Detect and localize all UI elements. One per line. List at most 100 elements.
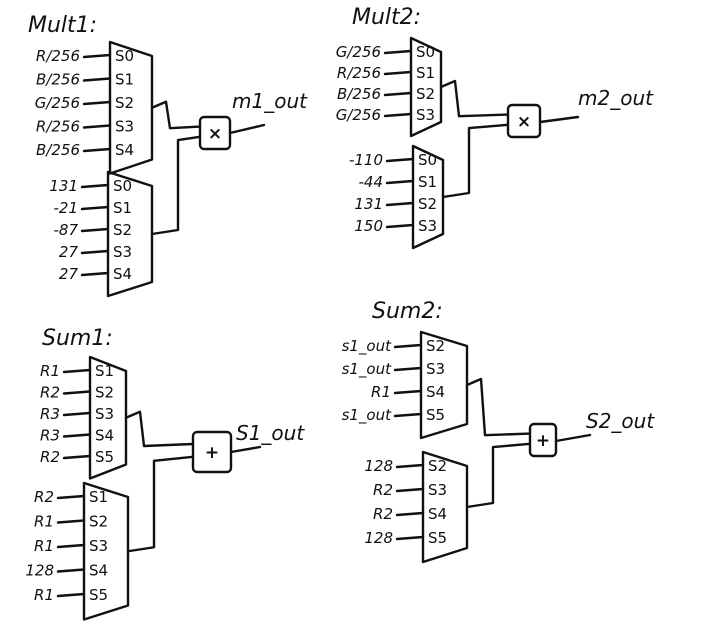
input-label: G/256 xyxy=(35,94,80,112)
wire-top-to-op xyxy=(150,100,202,130)
select-label: S1 xyxy=(418,173,437,191)
select-label: S5 xyxy=(428,529,447,547)
input-label: R1 xyxy=(34,537,54,555)
input-label: R1 xyxy=(34,513,54,531)
select-label: S5 xyxy=(89,586,108,604)
mux-body xyxy=(409,36,443,138)
input-label: B/256 xyxy=(36,141,80,159)
output-wire xyxy=(229,445,262,454)
input-label: R/256 xyxy=(36,118,80,136)
input-wire xyxy=(395,535,425,541)
select-label: S3 xyxy=(113,243,132,261)
mux-body xyxy=(106,170,154,298)
select-label: S2 xyxy=(115,94,134,112)
input-wire xyxy=(393,389,423,395)
input-wire xyxy=(80,271,110,277)
input-wire xyxy=(395,511,425,517)
wire-bottom-to-op xyxy=(150,135,202,236)
input-label: 150 xyxy=(354,217,383,235)
input-wire xyxy=(62,390,92,395)
select-label: S5 xyxy=(95,448,114,466)
input-label: R3 xyxy=(40,405,60,423)
input-wire xyxy=(385,179,415,185)
input-wire xyxy=(393,366,423,372)
input-wire xyxy=(80,227,110,233)
input-label: R1 xyxy=(371,383,391,401)
input-label: 131 xyxy=(49,177,78,195)
mux-body xyxy=(108,40,154,175)
input-label: R2 xyxy=(373,481,393,499)
wire-top-to-op xyxy=(439,79,510,118)
input-wire xyxy=(395,463,425,469)
input-wire xyxy=(62,454,92,460)
wire-bottom-to-op xyxy=(126,455,195,553)
select-label: S3 xyxy=(418,217,437,235)
input-wire xyxy=(62,433,92,438)
input-wire xyxy=(62,411,92,417)
input-label: B/256 xyxy=(36,71,80,89)
output-wire xyxy=(554,433,592,443)
input-wire xyxy=(385,157,415,163)
select-label: S2 xyxy=(89,513,108,531)
mux-body xyxy=(419,330,469,440)
select-label: S2 xyxy=(426,337,445,355)
input-label: 131 xyxy=(354,195,383,213)
select-label: S0 xyxy=(416,43,435,61)
output-label: S2_out xyxy=(586,409,655,433)
mux-body xyxy=(88,355,128,480)
input-wire xyxy=(383,112,413,118)
input-wire xyxy=(385,201,415,207)
input-label: -44 xyxy=(359,173,384,191)
select-label: S0 xyxy=(113,177,132,195)
input-label: G/256 xyxy=(336,106,381,124)
input-wire xyxy=(82,77,112,82)
select-label: S4 xyxy=(115,141,134,159)
input-wire xyxy=(82,100,112,106)
select-label: S4 xyxy=(89,562,108,580)
input-label: R2 xyxy=(40,448,60,466)
input-label: -110 xyxy=(349,151,383,169)
input-wire xyxy=(62,368,92,374)
select-label: S2 xyxy=(95,384,114,402)
select-label: S3 xyxy=(95,405,114,423)
input-label: R/256 xyxy=(36,47,80,65)
diagram-title: Mult2: xyxy=(352,5,421,30)
input-wire xyxy=(385,223,415,229)
select-label: S4 xyxy=(95,427,114,445)
input-wire xyxy=(80,205,110,211)
input-label: s1_out xyxy=(342,360,393,379)
input-label: R2 xyxy=(34,488,54,506)
input-wire xyxy=(383,70,413,76)
output-wire xyxy=(228,123,266,135)
input-wire xyxy=(395,487,425,493)
select-label: S4 xyxy=(426,383,445,401)
select-label: S2 xyxy=(416,85,435,103)
input-label: -21 xyxy=(54,199,79,217)
diagram-title: Sum1: xyxy=(42,326,113,351)
select-label: S0 xyxy=(418,151,437,169)
input-wire xyxy=(56,568,86,573)
input-wire xyxy=(393,412,423,418)
select-label: S1 xyxy=(115,71,134,89)
select-label: S0 xyxy=(115,47,134,65)
times-icon: × xyxy=(208,124,222,144)
select-label: S1 xyxy=(416,64,435,82)
plus-icon: + xyxy=(205,443,219,463)
select-label: S3 xyxy=(89,537,108,555)
input-wire xyxy=(56,543,86,549)
input-label: s1_out xyxy=(342,406,393,425)
select-label: S3 xyxy=(115,118,134,136)
output-wire xyxy=(538,115,580,124)
input-label: R/256 xyxy=(337,64,381,82)
input-wire xyxy=(80,183,110,189)
input-wire xyxy=(393,343,423,349)
select-label: S4 xyxy=(428,505,447,523)
input-label: R2 xyxy=(373,505,393,523)
input-wire xyxy=(383,49,413,55)
